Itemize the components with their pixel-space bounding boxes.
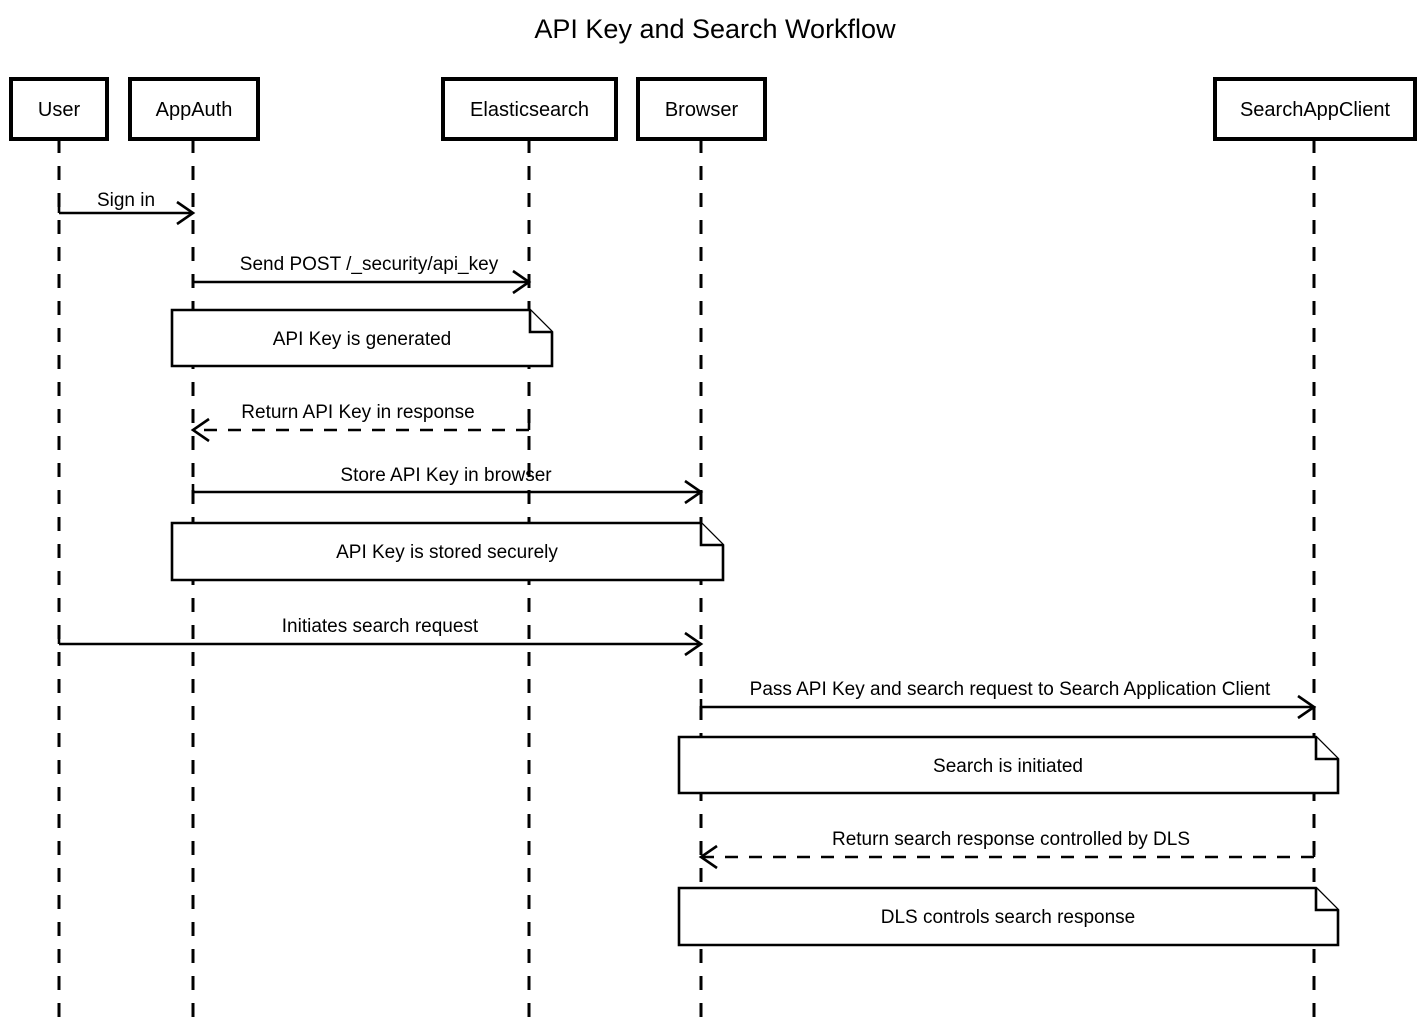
note-label-note-dls-controls: DLS controls search response	[881, 907, 1136, 928]
message-arrowhead-msg-return-search-response	[698, 844, 718, 870]
message-arrowhead-msg-sign-in	[176, 200, 196, 226]
participant-elasticsearch[interactable]: Elasticsearch	[441, 77, 618, 141]
participant-label-user: User	[38, 99, 81, 121]
participant-box-appauth[interactable]	[128, 77, 260, 141]
note-label-note-api-key-generated: API Key is generated	[273, 329, 452, 350]
message-msg-store-api-key[interactable]: Store API Key in browser	[191, 465, 704, 505]
participant-searchappclient[interactable]: SearchAppClient	[1213, 77, 1417, 141]
message-arrowhead-msg-send-post	[512, 269, 532, 295]
message-arrowhead-msg-return-api-key	[190, 417, 210, 443]
message-label-msg-sign-in: Sign in	[97, 190, 155, 211]
note-fold-corner-note-dls-controls	[1314, 888, 1338, 912]
message-label-msg-return-api-key: Return API Key in response	[241, 402, 474, 423]
participant-label-elasticsearch: Elasticsearch	[470, 99, 589, 121]
messages-group: Sign in Send POST /_security/api_keyRetur…	[57, 190, 1317, 870]
note-fold-corner-note-api-key-generated	[528, 310, 552, 334]
note-body-note-search-initiated	[677, 735, 1340, 795]
note-note-api-key-stored: API Key is stored securely	[170, 521, 725, 582]
message-msg-return-search-response[interactable]: Return search response controlled by DLS	[698, 829, 1316, 870]
message-msg-return-api-key[interactable]: Return API Key in response	[190, 402, 531, 443]
message-msg-sign-in[interactable]: Sign in	[57, 190, 196, 226]
message-msg-pass-api-key[interactable]: Pass API Key and search request to Searc…	[699, 679, 1317, 720]
note-note-search-initiated: Search is initiated	[677, 735, 1340, 795]
note-fold-corner-note-search-initiated	[1314, 737, 1338, 761]
note-fold-corner-note-api-key-stored	[699, 523, 723, 547]
message-label-msg-store-api-key: Store API Key in browser	[340, 465, 552, 486]
participant-user[interactable]: User	[9, 77, 109, 141]
message-msg-send-post[interactable]: Send POST /_security/api_key	[191, 254, 532, 295]
message-label-msg-send-post: Send POST /_security/api_key	[240, 254, 499, 275]
participant-box-searchappclient[interactable]	[1213, 77, 1417, 141]
lifelines-group	[57, 139, 1316, 1027]
participant-label-browser: Browser	[665, 99, 739, 121]
participant-appauth[interactable]: AppAuth	[128, 77, 260, 141]
message-label-msg-pass-api-key: Pass API Key and search request to Searc…	[750, 679, 1271, 700]
participant-label-appauth: AppAuth	[156, 99, 233, 121]
diagram-title-group: API Key and Search Workflow	[534, 14, 896, 44]
message-label-msg-initiates-search: Initiates search request	[282, 616, 479, 637]
note-note-dls-controls: DLS controls search response	[677, 886, 1340, 947]
participant-box-browser[interactable]	[636, 77, 767, 141]
participants-group: User AppAuth Elasticsearch Browser SearchApp…	[9, 77, 1417, 141]
participant-box-user[interactable]	[9, 77, 109, 141]
note-body-note-api-key-stored	[170, 521, 725, 582]
note-body-note-dls-controls	[677, 886, 1340, 947]
message-label-msg-return-search-response: Return search response controlled by DLS	[832, 829, 1190, 850]
message-arrowhead-msg-pass-api-key	[1297, 694, 1317, 720]
participant-label-searchappclient: SearchAppClient	[1240, 99, 1391, 121]
message-arrowhead-msg-initiates-search	[684, 631, 704, 657]
message-arrowhead-msg-store-api-key	[684, 479, 704, 505]
note-note-api-key-generated: API Key is generated	[170, 308, 554, 368]
participant-browser[interactable]: Browser	[636, 77, 767, 141]
message-msg-initiates-search[interactable]: Initiates search request	[57, 616, 704, 657]
participant-box-elasticsearch[interactable]	[441, 77, 618, 141]
note-label-note-search-initiated: Search is initiated	[933, 756, 1083, 777]
note-label-note-api-key-stored: API Key is stored securely	[336, 542, 558, 563]
diagram-title: API Key and Search Workflow	[534, 14, 896, 44]
note-body-note-api-key-generated	[170, 308, 554, 368]
